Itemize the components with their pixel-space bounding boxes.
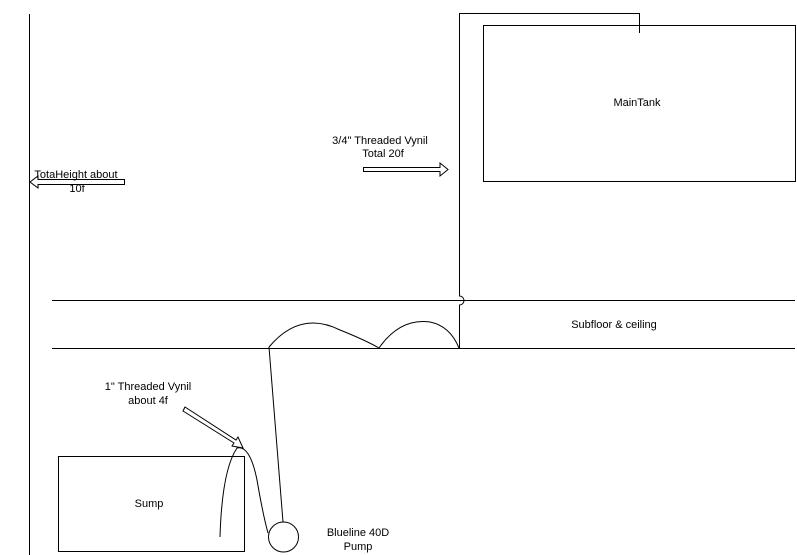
sump — [58, 456, 245, 552]
pump-pipe — [268, 346, 284, 523]
pipe-bottom-label-1: 1" Threaded Vynil — [105, 381, 191, 393]
sump-return-pipe — [219, 447, 269, 538]
subfloor-label: Subfloor & ceiling — [571, 319, 657, 331]
return-pipe-top — [459, 13, 640, 348]
height-label-1: TotaHeight about — [34, 169, 117, 181]
main-tank — [483, 25, 796, 182]
pipe-bottom-label-2: about 4f — [128, 395, 169, 407]
pipe-top-label-1: 3/4" Threaded Vynil — [332, 135, 428, 147]
pipe-top-label-2: Total 20f — [362, 148, 405, 160]
pipe-arc-1 — [268, 322, 380, 349]
height-label-2: 10f — [69, 183, 85, 195]
arrow-left-icon — [29, 175, 125, 189]
arrow-right-icon — [363, 161, 449, 178]
pipe-arc-2 — [378, 321, 460, 349]
pump-label-1: Blueline 40D — [327, 527, 389, 539]
sump-label: Sump — [135, 498, 164, 510]
pump-icon — [268, 521, 299, 553]
main-tank-label: MainTank — [613, 97, 661, 109]
arrow-diagonal-icon — [182, 406, 244, 449]
pump-label-2: Pump — [344, 541, 373, 553]
